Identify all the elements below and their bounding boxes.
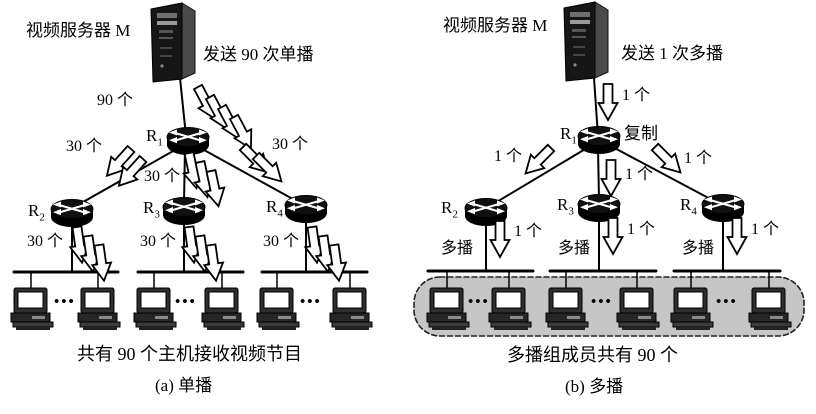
ellipsis-hosts: ••• — [175, 294, 197, 310]
server-tower-icon — [150, 2, 196, 83]
router-icon-r3 — [161, 196, 207, 227]
router-label-r1-b: R1 — [560, 124, 577, 147]
desktop-computer-icon — [670, 287, 714, 331]
router-label-sub: 3 — [154, 208, 160, 221]
panel-b-graphics — [413, 1, 805, 337]
router-label-r4-a: R4 — [266, 197, 283, 220]
desktop-computer-icon — [10, 287, 54, 331]
caption-a: 共有 90 个主机接收视频节目 — [77, 344, 302, 364]
ellipsis-hosts: ••• — [300, 294, 322, 310]
packet-arrow-icon-group-branch-left-a — [98, 141, 151, 194]
server-label-a: 视频服务器 M — [26, 21, 131, 40]
desktop-computer-icon — [488, 287, 532, 331]
router-icon-r4 — [283, 194, 329, 225]
router-label-sub: 1 — [571, 134, 577, 147]
router-label-base: R — [28, 201, 40, 220]
desktop-computer-icon — [133, 287, 177, 331]
router-label-r3-a: R3 — [143, 198, 160, 221]
branch-count-mid-a: 30 个 — [144, 168, 181, 185]
router-label-base: R — [560, 124, 572, 143]
multicast-label-right-b: 多播 — [682, 240, 715, 257]
router-label-r2-b: R2 — [441, 198, 458, 221]
caption-b: 多播组成员共有 90 个 — [507, 345, 678, 365]
router-icon-r1 — [576, 125, 622, 156]
branch-count-left-b: 1 个 — [494, 148, 523, 165]
multicast-label-mid-b: 多播 — [558, 240, 591, 257]
desktop-computer-icon — [329, 287, 373, 331]
desktop-computer-icon — [77, 287, 121, 331]
branch-count-left-a: 30 个 — [66, 138, 103, 155]
leaf-count-mid-a: 30 个 — [140, 233, 177, 250]
router-label-sub: 3 — [568, 205, 574, 218]
leaf-count-right-a: 30 个 — [263, 233, 300, 250]
replicate-label-b: 复制 — [624, 124, 658, 143]
desktop-computer-icon — [426, 287, 470, 331]
packet-arrow-icon-group-leaf-r2-a — [66, 224, 115, 283]
packet-arrow-icon-group-leaf-r4-a — [301, 224, 350, 283]
packet-arrow-icon-group-leaf-r3-a — [178, 224, 227, 283]
branch-count-mid-b: 1 个 — [625, 166, 654, 183]
desktop-computer-icon — [256, 287, 300, 331]
router-label-sub: 4 — [691, 205, 697, 218]
trunk-count-label-a: 90 个 — [97, 92, 134, 109]
branch-count-right-a: 30 个 — [272, 136, 309, 153]
router-label-sub: 2 — [39, 211, 45, 224]
router-label-r1-a: R1 — [146, 126, 163, 149]
router-label-r2-a: R2 — [28, 201, 45, 224]
router-icon-r2 — [49, 198, 95, 229]
router-label-base: R — [146, 126, 158, 145]
desktop-computer-icon — [748, 287, 792, 331]
leaf-count-right-b: 1 个 — [751, 221, 780, 238]
server-label-b: 视频服务器 M — [443, 16, 548, 35]
router-label-r3-b: R3 — [557, 195, 574, 218]
ellipsis-hosts: ••• — [54, 294, 76, 310]
router-label-base: R — [680, 195, 692, 214]
router-label-base: R — [266, 197, 278, 216]
figure-label-a: (a) 单播 — [155, 376, 213, 395]
desktop-computer-icon — [545, 287, 589, 331]
ellipsis-hosts: ••• — [591, 294, 613, 310]
router-label-base: R — [441, 198, 453, 217]
leaf-count-mid-b: 1 个 — [627, 221, 656, 238]
send-mode-label-b: 发送 1 次多播 — [621, 44, 723, 63]
router-label-r4-b: R4 — [680, 195, 697, 218]
multicast-label-left-b: 多播 — [441, 240, 474, 257]
router-label-sub: 2 — [452, 208, 458, 221]
router-label-sub: 4 — [277, 207, 283, 220]
leaf-count-left-b: 1 个 — [514, 223, 543, 240]
trunk-count-label-b: 1 个 — [622, 87, 651, 104]
branch-count-right-b: 1 个 — [684, 150, 713, 167]
panel-a-graphics — [10, 2, 373, 331]
router-label-base: R — [557, 195, 569, 214]
desktop-computer-icon — [616, 287, 660, 331]
router-label-sub: 1 — [157, 136, 163, 149]
ellipsis-hosts: ••• — [716, 294, 738, 310]
server-tower-icon — [563, 1, 609, 82]
leaf-count-left-a: 30 个 — [27, 233, 64, 250]
send-mode-label-a: 发送 90 次单播 — [203, 45, 314, 64]
figure-label-b: (b) 多播 — [565, 377, 624, 396]
router-icon-r1 — [165, 126, 211, 157]
ellipsis-hosts: ••• — [468, 294, 490, 310]
desktop-computer-icon — [201, 287, 245, 331]
router-label-base: R — [143, 198, 155, 217]
